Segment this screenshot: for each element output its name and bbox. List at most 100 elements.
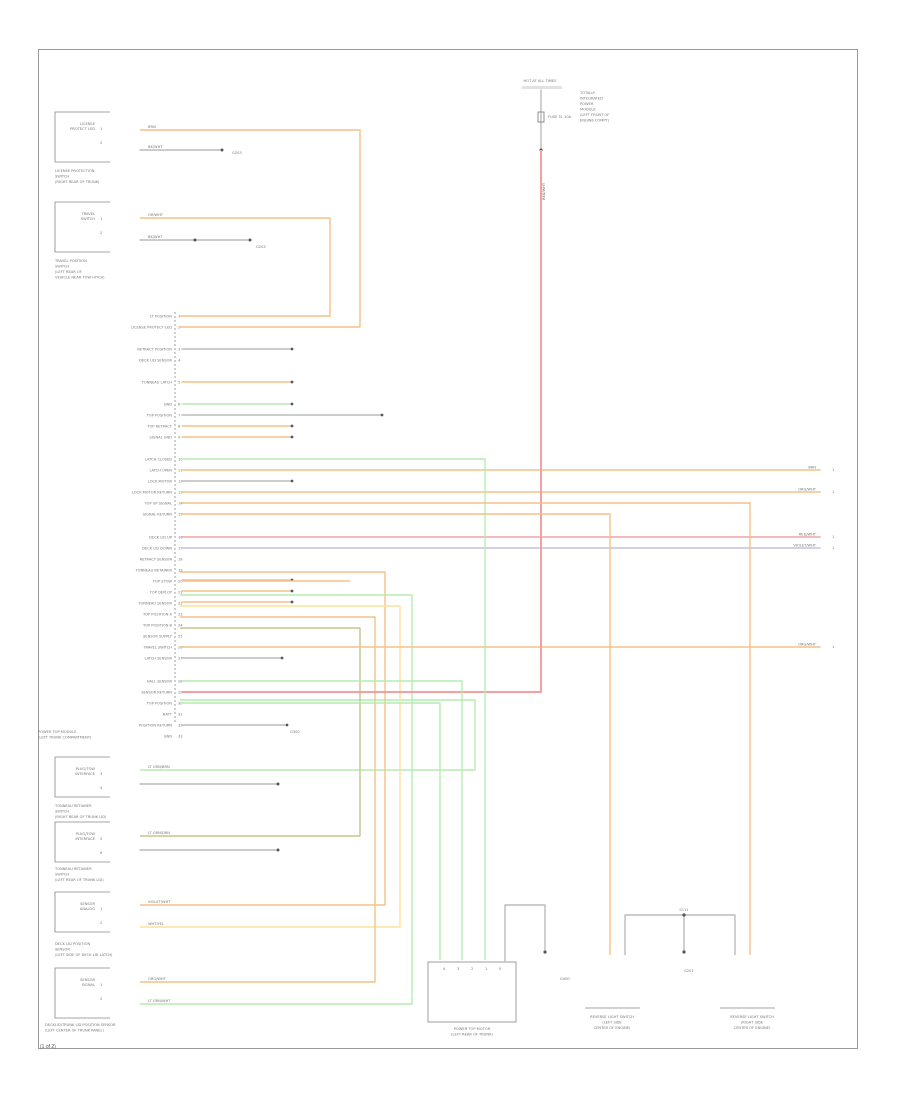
fuse-box-bar	[522, 86, 562, 89]
pin-number: 1	[100, 983, 102, 987]
wire-motor-1	[182, 458, 486, 960]
splice-label: S111	[679, 908, 688, 912]
module-pin-label: SIGNAL GND	[149, 435, 172, 439]
pin-number: 1	[100, 217, 102, 221]
fuse-location-line: POWER	[580, 102, 594, 106]
module-pin-label: TONNEAU SENSOR	[137, 601, 172, 605]
component-caption: LICENSE PROTECTION	[55, 169, 95, 173]
module-pin-number: 31	[178, 712, 183, 716]
module-pin-label: LATCH OPEN	[149, 468, 172, 472]
continuation-arrow: 1	[832, 535, 834, 539]
right-end-label: BRN	[808, 465, 816, 469]
module-wire-connector	[290, 435, 294, 439]
bottom-component-caption: POWER TOP MOTOR	[454, 1027, 491, 1031]
module-pin-label: TOP POSITION B	[142, 623, 173, 627]
module-pin-number: 26	[178, 645, 183, 649]
component-caption: (RIGHT REAR OF TRUNK)	[55, 180, 100, 184]
wire-travel-switch	[140, 217, 331, 317]
pin-number: 2	[100, 997, 102, 1001]
module-pin-number: 19	[178, 568, 183, 572]
continuation-arrow: 1	[832, 490, 834, 494]
module-pin-label: TONNEAU LATCH	[141, 380, 173, 384]
module-wire-connector	[290, 402, 294, 406]
module-pin-label: LATCH CLOSED	[145, 457, 172, 461]
module-pin-number: 17	[178, 546, 183, 550]
module-pin-number: 3	[178, 347, 180, 351]
ground-connector	[220, 148, 224, 152]
ground-label: G203	[232, 151, 242, 155]
module-pin-label: TRAVEL SWITCH	[142, 645, 172, 649]
splice-dot	[682, 913, 686, 917]
module-pin-number: 13	[178, 490, 183, 494]
wire-deck-sensor-2	[140, 605, 401, 928]
wire-deck-sensor-1	[140, 571, 386, 906]
motor-pin-number: 5	[499, 967, 501, 971]
module-pin-label: TONNEAU RETAINER	[134, 568, 172, 572]
module-pin-number: 18	[178, 557, 183, 561]
wire-license-led	[140, 129, 361, 328]
continuation-arrow: 1	[832, 645, 834, 649]
component-outline	[54, 967, 110, 1019]
fuse-label: FUSE 31 10A	[548, 115, 572, 119]
module-pin-number: 23	[178, 612, 183, 616]
component-caption: DECKLID/TRUNK LID POSITION SENSOR	[45, 1023, 116, 1027]
fuse-symbol	[537, 111, 545, 123]
pin-number: 4	[100, 786, 103, 790]
component-caption: (LEFT CENTER OF TRUNK PANEL)	[45, 1029, 104, 1033]
module-pin-number: 33	[178, 734, 183, 738]
power-top-motor-box	[427, 961, 517, 1023]
component-outline	[54, 821, 110, 863]
module-pin-number: 10	[178, 457, 183, 461]
module-wire-connector	[290, 380, 294, 384]
component-caption: SWITCH	[55, 265, 69, 269]
wire-reverse-gnd	[624, 914, 736, 955]
right-end-label: ORG/WHT	[798, 642, 817, 646]
module-pin-number: 15	[178, 512, 183, 516]
bottom-component-caption: (RIGHT SIDE	[741, 1021, 764, 1025]
module-wire-connector	[290, 589, 294, 593]
component-caption: (LEFT SIDE OF DECK LID LATCH)	[55, 953, 113, 957]
component-outline	[54, 756, 110, 798]
module-pin-number: 8	[178, 424, 181, 428]
motor-pin-number: 2	[471, 967, 473, 971]
module-pin-number: 28	[178, 679, 183, 683]
wire-trunk-sensor-2	[140, 594, 413, 1005]
component-caption: POWER TOP MODULE	[38, 730, 77, 734]
module-pin-label: TOP RETRACT	[146, 424, 173, 428]
component-caption: TRAVEL POSITION	[54, 259, 87, 263]
pin-number: 5	[100, 837, 102, 841]
pin-number: 2	[100, 141, 102, 145]
module-pin-label: GND	[164, 734, 172, 738]
wire-battery-feed	[182, 150, 542, 693]
fuse-location-line: ENGINE COMPT)	[580, 119, 610, 123]
component-caption: SWITCH	[55, 810, 69, 814]
right-end-label: ORG/WHT	[798, 487, 817, 491]
module-pin-label: DECK LID SENSOR	[139, 358, 172, 362]
bottom-component-caption: (LEFT REAR OF TRUNK)	[451, 1033, 493, 1037]
module-pin-label: RETRACT POSITION	[137, 347, 172, 351]
module-pin-label: DECK LID DOWN	[142, 546, 172, 550]
module-pin-number: 27	[178, 656, 183, 660]
component-caption: (LEFT REAR OF	[55, 270, 82, 274]
module-pin-number: 12	[178, 479, 183, 483]
module-pin-label: GND	[164, 402, 172, 406]
component-outline	[54, 111, 110, 163]
wire-motor-2	[182, 680, 463, 960]
module-pin-number: 20	[178, 579, 183, 583]
module-pin-label: TOP STOW	[152, 579, 173, 583]
module-pin-label: TOP DEPLOY	[149, 590, 173, 594]
fuse-location-line: INTEGRATED	[580, 97, 603, 101]
component-caption: (LEFT REAR OF TRUNK LID)	[55, 878, 104, 882]
ground-label: G400	[560, 977, 570, 981]
ground-connector	[682, 950, 686, 954]
module-pin-number: 21	[178, 590, 183, 594]
module-wire-connector	[290, 600, 294, 604]
module-pin-label: TOP POSITION	[146, 413, 173, 417]
module-pin-label: SENSOR RETURN	[141, 690, 172, 694]
pin-number: 3	[100, 772, 102, 776]
component-caption: TONNEAU RETAINER	[54, 867, 92, 871]
bottom-component-caption: REVERSE LIGHT SWITCH	[590, 1015, 634, 1019]
wire-color-label: BK/WHT	[148, 145, 163, 149]
ground-connector	[543, 950, 547, 954]
component-caption: TONNEAU RETAINER	[54, 804, 92, 808]
